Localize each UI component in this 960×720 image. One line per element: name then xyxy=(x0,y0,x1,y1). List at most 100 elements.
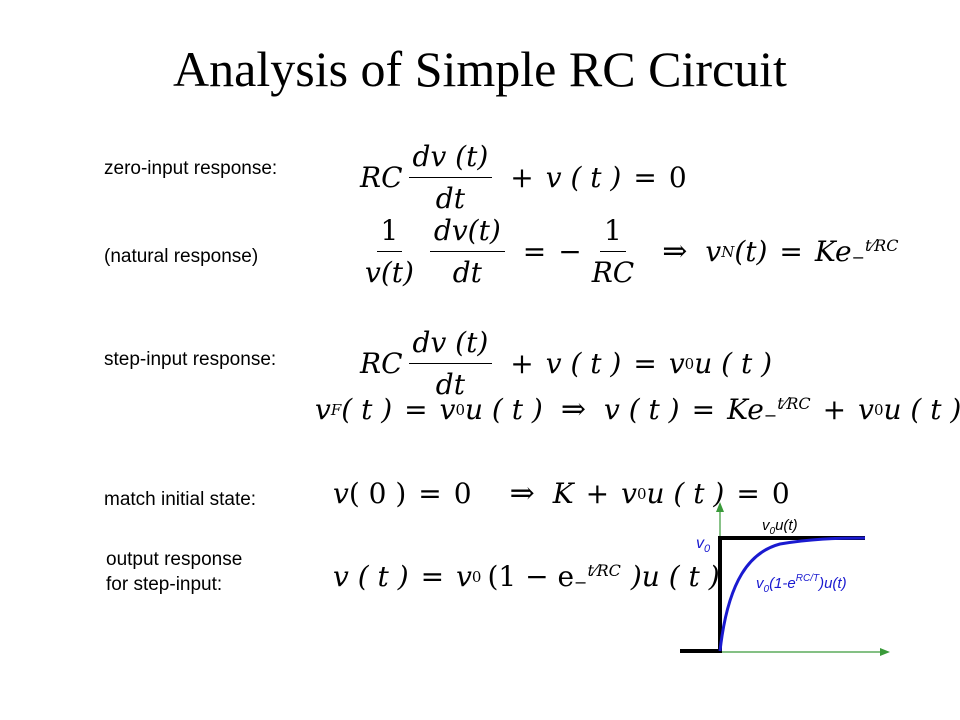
exp-slash: ⁄ xyxy=(871,236,875,255)
subscript: 0 xyxy=(455,400,465,419)
fraction-numerator: 1 xyxy=(600,214,626,252)
exp-rc: RC xyxy=(786,394,811,413)
fraction-denominator: dt xyxy=(435,368,465,401)
operator: + xyxy=(510,161,534,194)
operator: = xyxy=(522,235,547,268)
operator: = xyxy=(633,347,657,380)
exp-slash: ⁄ xyxy=(593,561,597,580)
step-input-line xyxy=(680,536,865,653)
exp-t: t xyxy=(865,236,872,255)
curve-label-mid: (1-e xyxy=(769,575,796,592)
fraction-denominator: dt xyxy=(452,256,482,289)
eq-term: (1 − e xyxy=(487,560,575,593)
subscript: N xyxy=(721,242,735,261)
eq-term: u ( t ) xyxy=(646,477,725,510)
v0-label-sub: 0 xyxy=(704,543,711,555)
v0-label-v: v xyxy=(696,535,705,552)
eq-term: v ( t ) xyxy=(333,560,409,593)
curve-label-end: )u(t) xyxy=(817,575,847,592)
subscript: F xyxy=(330,400,342,419)
exponent: −t⁄RC xyxy=(764,394,811,425)
implies-arrow: ⇒ xyxy=(560,392,586,427)
exp-minus: − xyxy=(763,406,778,425)
eq-term: ( t ) xyxy=(341,393,393,426)
operator: + xyxy=(585,477,610,510)
eq-term: ( 0 ) xyxy=(348,477,407,510)
fraction: dv (t) dt xyxy=(408,140,493,215)
eq-term: v xyxy=(668,347,685,380)
operator: = xyxy=(418,477,442,510)
exponential-response-curve xyxy=(718,536,866,652)
step-label: v0u(t) xyxy=(762,517,798,537)
eq-term: v xyxy=(456,560,472,593)
operator: = xyxy=(420,560,445,593)
exponent: −t⁄RC xyxy=(574,561,621,592)
exp-t: t xyxy=(587,561,594,580)
eq-term: u ( t ) xyxy=(694,347,773,380)
exponent: −t⁄RC xyxy=(852,236,899,267)
operator: − xyxy=(558,235,582,268)
fraction-denominator: v(t) xyxy=(365,256,414,289)
eq-term: Ke xyxy=(814,235,852,268)
implies-arrow: ⇒ xyxy=(509,476,535,511)
exp-minus: − xyxy=(574,573,588,592)
curve-label-sup: RC/T xyxy=(796,573,820,584)
exp-minus: − xyxy=(851,248,866,267)
eq-term: v xyxy=(705,235,722,268)
exp-fraction: t⁄RC xyxy=(865,236,898,255)
operator: + xyxy=(822,393,847,426)
label-match-initial: match initial state: xyxy=(104,489,257,510)
operator: = xyxy=(779,235,803,268)
operator: = xyxy=(736,477,760,510)
eq-term: v ( t ) xyxy=(603,393,680,426)
operator: = xyxy=(404,393,428,426)
subscript: 0 xyxy=(684,354,695,373)
eq-term: v xyxy=(315,393,331,426)
equation-zero-input: RC dv (t) dt + v ( t ) = 0 xyxy=(360,140,687,215)
eq-term: v xyxy=(439,393,456,426)
v0-axis-label: v0 xyxy=(696,535,711,555)
curve-label-v: v xyxy=(756,575,765,592)
eq-term: )u ( t ) xyxy=(630,560,720,593)
label-output-line1: output response xyxy=(106,549,243,570)
step-label-sub: 0 xyxy=(770,526,776,537)
step-label-v: v xyxy=(762,517,771,534)
exp-fraction: t⁄RC xyxy=(587,561,620,580)
exp-slash: ⁄ xyxy=(783,394,787,413)
label-output-line2: for step-input: xyxy=(106,574,223,595)
subscript: 0 xyxy=(471,567,482,586)
curve-label: v0(1-eRC/T)u(t) xyxy=(756,573,847,595)
exp-rc: RC xyxy=(596,561,621,580)
eq-term: 0 xyxy=(771,477,790,510)
eq-term: Ke xyxy=(727,393,764,426)
operator: + xyxy=(510,347,534,380)
eq-term: 0 xyxy=(668,161,687,194)
subscript: 0 xyxy=(636,484,647,503)
page-title: Analysis of Simple RC Circuit xyxy=(173,41,787,97)
fraction-numerator: 1 xyxy=(376,214,403,252)
fraction: 1 v(t) xyxy=(361,214,418,289)
eq-term: v xyxy=(621,477,637,510)
eq-term: u ( t ) xyxy=(883,393,960,426)
x-axis-arrowhead xyxy=(880,648,890,656)
eq-term: v ( t ) xyxy=(545,161,622,194)
eq-term: v xyxy=(858,393,874,426)
label-zero-input: zero-input response: xyxy=(104,158,278,179)
fraction-numerator: dv (t) xyxy=(408,326,493,364)
subscript: 0 xyxy=(873,400,884,419)
fraction-numerator: dv(t) xyxy=(429,214,505,252)
fraction-denominator: RC xyxy=(591,256,635,289)
label-natural-response: (natural response) xyxy=(104,246,259,267)
eq-term: RC xyxy=(360,161,403,194)
fraction: dv (t) dt xyxy=(408,326,493,401)
exp-rc: RC xyxy=(874,236,899,255)
y-axis-arrowhead xyxy=(716,502,724,512)
curve-label-sub: 0 xyxy=(764,584,770,595)
label-output-response: output response for step-input: xyxy=(106,547,242,597)
eq-term: (t) xyxy=(734,235,768,268)
exp-t: t xyxy=(777,394,784,413)
